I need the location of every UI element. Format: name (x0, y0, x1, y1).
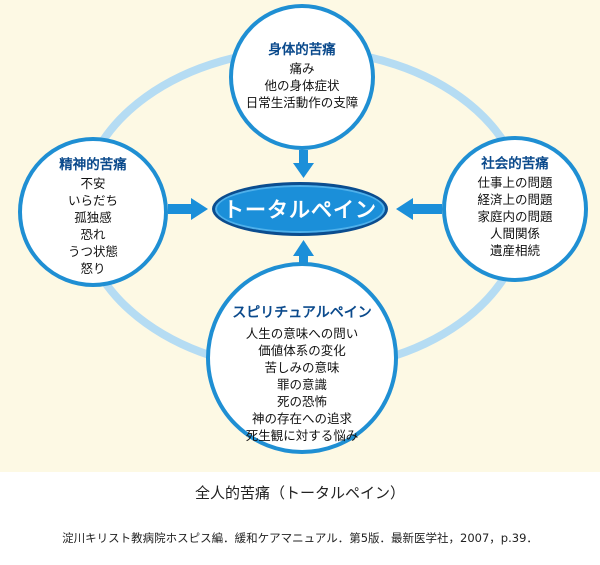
list-item: 人生の意味への問い (245, 326, 359, 341)
list-item: いらだち (67, 193, 118, 208)
total-pain-label: トータルペイン (223, 198, 377, 222)
physical-pain-items: 痛み他の身体症状日常生活動作の支障 (233, 60, 371, 111)
social-pain-items: 仕事上の問題経済上の問題家庭内の問題人間関係遺産相続 (446, 174, 584, 259)
list-item: 人間関係 (489, 226, 540, 241)
social-pain-title: 社会的苦痛 (481, 156, 549, 172)
list-item: 仕事上の問題 (477, 175, 553, 190)
arrow-from-spiritual (293, 240, 314, 263)
physical-pain-node: 身体的苦痛 痛み他の身体症状日常生活動作の支障 (229, 4, 375, 150)
total-pain-center: トータルペイン (212, 182, 388, 236)
list-item: 怒り (80, 261, 106, 276)
list-item: 痛み (289, 61, 315, 76)
mental-pain-title: 精神的苦痛 (59, 157, 127, 173)
list-item: 経済上の問題 (477, 192, 553, 207)
spiritual-pain-items: 人生の意味への問い価値体系の変化苦しみの意味罪の意識死の恐怖神の存在への追求死生… (210, 325, 394, 444)
list-item: 他の身体症状 (264, 78, 340, 93)
spiritual-pain-title: スピリチュアルペイン (232, 305, 372, 321)
social-pain-node: 社会的苦痛 仕事上の問題経済上の問題家庭内の問題人間関係遺産相続 (442, 136, 588, 282)
arrow-from-social (396, 198, 442, 220)
arrow-from-physical (293, 150, 314, 178)
list-item: 恐れ (80, 227, 106, 242)
list-item: うつ状態 (67, 244, 118, 259)
list-item: 不安 (80, 176, 106, 191)
list-item: 神の存在への追求 (251, 411, 352, 426)
mental-pain-items: 不安いらだち孤独感恐れうつ状態怒り (22, 175, 164, 277)
list-item: 罪の意識 (276, 377, 327, 392)
source-citation: 淀川キリスト教病院ホスピス編．緩和ケアマニュアル．第5版．最新医学社，2007，… (62, 531, 538, 545)
list-item: 遺産相続 (489, 243, 540, 258)
physical-pain-title: 身体的苦痛 (268, 42, 336, 58)
list-item: 苦しみの意味 (264, 360, 340, 375)
list-item: 日常生活動作の支障 (245, 95, 359, 110)
arrow-from-mental (168, 198, 208, 220)
figure-caption: 全人的苦痛（トータルペイン） (194, 484, 405, 502)
list-item: 孤独感 (74, 210, 112, 225)
list-item: 価値体系の変化 (258, 343, 346, 358)
list-item: 死生観に対する悩み (245, 428, 359, 443)
spiritual-pain-node: スピリチュアルペイン 人生の意味への問い価値体系の変化苦しみの意味罪の意識死の恐… (206, 262, 398, 454)
mental-pain-node: 精神的苦痛 不安いらだち孤独感恐れうつ状態怒り (18, 137, 168, 287)
list-item: 家庭内の問題 (477, 209, 553, 224)
list-item: 死の恐怖 (276, 394, 327, 409)
